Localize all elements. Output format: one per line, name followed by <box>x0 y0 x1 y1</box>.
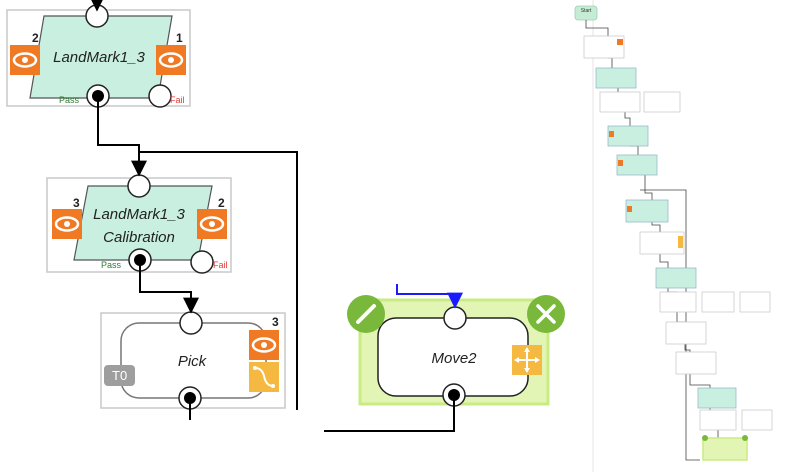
minimap-node[interactable] <box>639 231 685 255</box>
eye-icon[interactable] <box>156 45 186 75</box>
minimap-node[interactable] <box>699 409 737 431</box>
minimap-node[interactable] <box>625 199 669 223</box>
connector <box>324 395 455 432</box>
minimap-node[interactable] <box>665 321 707 345</box>
left-index-label: 3 <box>73 196 80 210</box>
pass-label: Pass <box>101 260 122 270</box>
right-index-label: 1 <box>176 31 183 45</box>
pass-label: Pass <box>59 95 80 105</box>
fail-port[interactable] <box>190 250 214 274</box>
minimap-selected-node[interactable] <box>702 437 748 461</box>
minimap-node[interactable] <box>595 67 637 89</box>
pencil-icon <box>356 304 376 324</box>
pick-node[interactable] <box>100 311 286 410</box>
minimap-node-icon <box>627 206 632 212</box>
minimap-node[interactable] <box>643 91 681 113</box>
node-title-line2: Calibration <box>103 229 175 246</box>
highlighted-connector <box>396 284 463 309</box>
fail-label: Fail <box>170 95 185 105</box>
connector <box>97 96 147 177</box>
input-port[interactable] <box>443 306 467 330</box>
minimap-node[interactable] <box>741 409 773 431</box>
minimap-node-icon <box>609 131 614 137</box>
minimap-start-label: Start <box>580 8 592 14</box>
minimap-node[interactable] <box>607 125 649 147</box>
connector <box>139 260 199 314</box>
connectors <box>89 0 463 432</box>
minimap-node[interactable] <box>739 291 771 313</box>
minimap-node[interactable] <box>675 351 717 375</box>
minimap[interactable] <box>574 0 773 472</box>
minimap-node[interactable] <box>616 154 658 176</box>
node-title: Move2 <box>431 350 477 367</box>
node-title: Pick <box>177 353 207 370</box>
fail-label: Fail <box>213 260 228 270</box>
tool-badge: T0 <box>104 365 136 386</box>
eye-icon[interactable] <box>10 45 40 75</box>
eye-icon[interactable] <box>197 209 227 239</box>
eye-icon[interactable] <box>249 330 279 360</box>
minimap-node-icon <box>678 236 683 248</box>
minimap-node[interactable] <box>701 291 735 313</box>
path-icon[interactable] <box>249 362 279 392</box>
fail-port[interactable] <box>148 84 172 108</box>
minimap-node[interactable] <box>599 91 641 113</box>
edit-button[interactable] <box>347 295 385 333</box>
input-port[interactable] <box>179 311 203 335</box>
input-port[interactable] <box>127 174 151 198</box>
minimap-node[interactable] <box>583 35 625 59</box>
minimap-node[interactable] <box>697 387 737 409</box>
close-button[interactable] <box>527 295 565 333</box>
eye-icon[interactable] <box>52 209 82 239</box>
minimap-node-icon <box>617 39 623 45</box>
left-index-label: 2 <box>32 31 39 45</box>
right-index-label: 2 <box>218 196 225 210</box>
node-title-line1: LandMark1_3 <box>93 206 185 223</box>
node-title: LandMark1_3 <box>53 49 145 66</box>
minimap-node[interactable] <box>659 291 697 313</box>
landmark-calibration-node[interactable] <box>46 174 232 274</box>
landmark-node-1[interactable] <box>6 4 191 108</box>
minimap-close-dot <box>742 435 748 441</box>
move-icon[interactable] <box>512 345 542 375</box>
minimap-node-icon <box>618 160 623 166</box>
minimap-node[interactable] <box>655 267 697 289</box>
connector <box>138 145 298 410</box>
minimap-edit-dot <box>702 435 708 441</box>
right-index-label: 3 <box>272 315 279 329</box>
